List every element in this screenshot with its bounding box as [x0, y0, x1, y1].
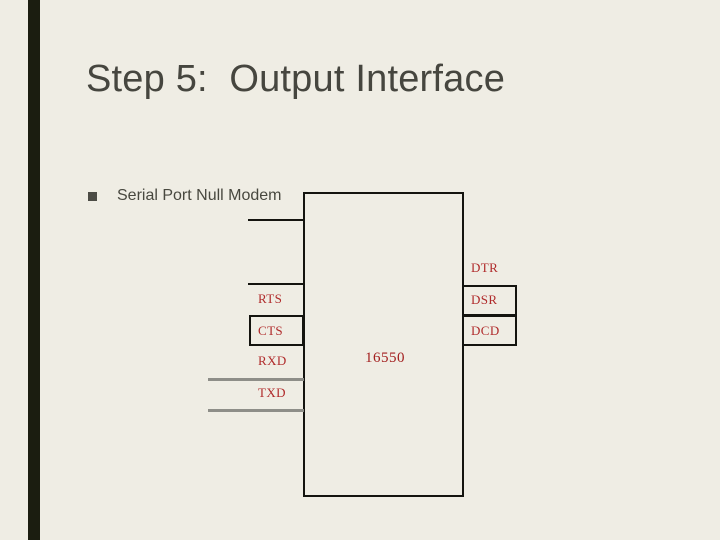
- pin-label-cts: CTS: [258, 323, 284, 338]
- pin-box-cts: [249, 315, 304, 346]
- leader-line-left-top: [248, 219, 304, 221]
- bullet-item-serial-port: Serial Port Null Modem: [88, 186, 282, 206]
- leader-line-txd-bottom: [208, 409, 304, 412]
- pin-label-dsr: DSR: [471, 292, 498, 307]
- chip-body-16550: [303, 192, 464, 497]
- pin-label-rts: RTS: [258, 291, 283, 306]
- pin-box-dsr: [462, 285, 517, 316]
- pin-label-txd: TXD: [258, 385, 286, 400]
- square-bullet-icon: [88, 191, 97, 201]
- pin-label-dtr: DTR: [471, 260, 499, 275]
- pin-label-rxd: RXD: [258, 353, 287, 368]
- leader-line-left-rts-top: [248, 283, 304, 285]
- leader-line-txd-top: [208, 378, 304, 381]
- left-accent-stripe: [28, 0, 40, 540]
- chip-name-label: 16550: [365, 350, 405, 366]
- pin-box-dcd: [462, 315, 517, 346]
- bullet-item-label: Serial Port Null Modem: [117, 187, 282, 204]
- pin-label-dcd: DCD: [471, 323, 500, 338]
- page-title: Step 5: Output Interface: [86, 58, 506, 100]
